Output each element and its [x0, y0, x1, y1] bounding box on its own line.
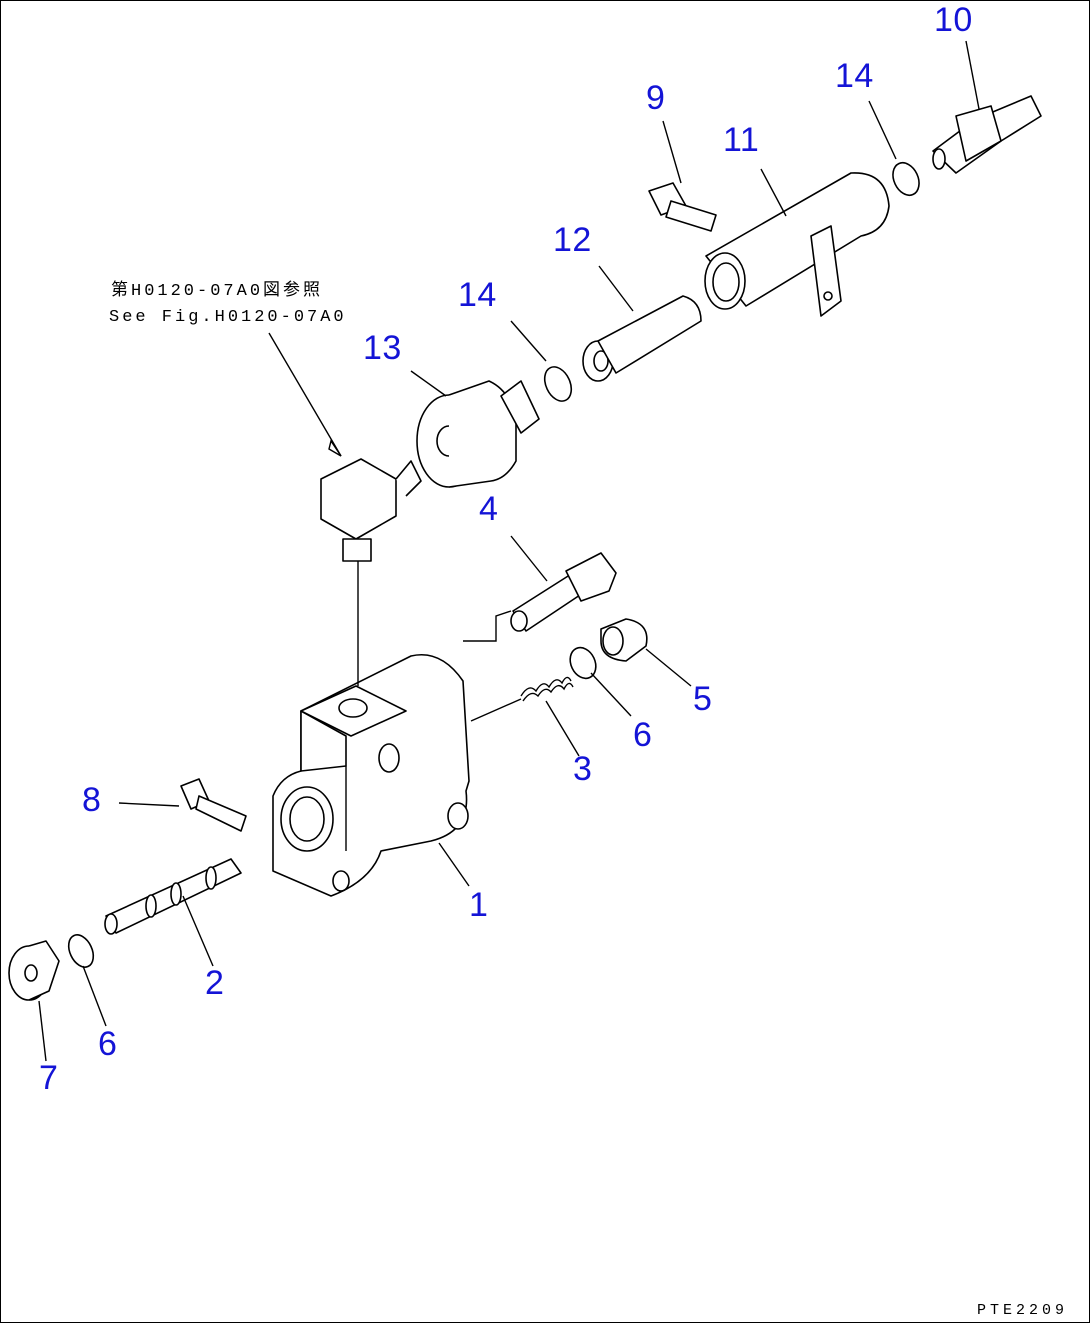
callout-14-lower: 14	[458, 276, 497, 314]
part-14-o-ring-upper[interactable]	[888, 159, 924, 200]
callout-8: 8	[82, 781, 101, 819]
leader-lines	[38, 40, 980, 1062]
part-2-spool[interactable]	[104, 858, 242, 935]
reference-note-jp: 第H0120-07A0図参照	[111, 280, 323, 301]
callout-13: 13	[363, 329, 402, 367]
callout-2: 2	[205, 964, 224, 1002]
callout-10: 10	[934, 1, 973, 39]
callout-3: 3	[573, 750, 592, 788]
callout-7: 7	[39, 1059, 58, 1097]
connector-reference-part[interactable]	[320, 458, 422, 686]
part-12-cartridge[interactable]	[582, 295, 702, 382]
part-14-o-ring-lower[interactable]	[540, 363, 577, 406]
part-8-bolt[interactable]	[180, 778, 247, 832]
part-11-housing[interactable]	[704, 172, 890, 317]
drawing-code: PTE2209	[977, 1302, 1068, 1319]
part-6-o-ring-lower[interactable]	[64, 931, 98, 971]
callout-14-upper: 14	[835, 57, 874, 95]
callout-1: 1	[469, 886, 488, 924]
reference-note-en: See Fig.H0120-07A0	[109, 308, 347, 327]
callout-6-upper: 6	[633, 716, 652, 754]
callout-5: 5	[693, 680, 712, 718]
callout-4: 4	[479, 490, 498, 528]
callout-9: 9	[646, 79, 665, 117]
callout-11: 11	[723, 121, 759, 159]
part-10-fitting[interactable]	[932, 95, 1042, 174]
part-3-spring[interactable]	[520, 676, 574, 702]
part-13-coil[interactable]	[416, 380, 540, 488]
callout-6-lower: 6	[98, 1025, 117, 1063]
part-4-fitting[interactable]	[510, 552, 617, 632]
part-6-o-ring-upper[interactable]	[565, 643, 600, 682]
part-1-valve-body[interactable]	[272, 654, 470, 897]
part-5-plug[interactable]	[600, 618, 648, 662]
callout-12: 12	[553, 221, 592, 259]
part-9-bolt[interactable]	[648, 182, 717, 232]
part-7-plug[interactable]	[8, 940, 60, 1001]
